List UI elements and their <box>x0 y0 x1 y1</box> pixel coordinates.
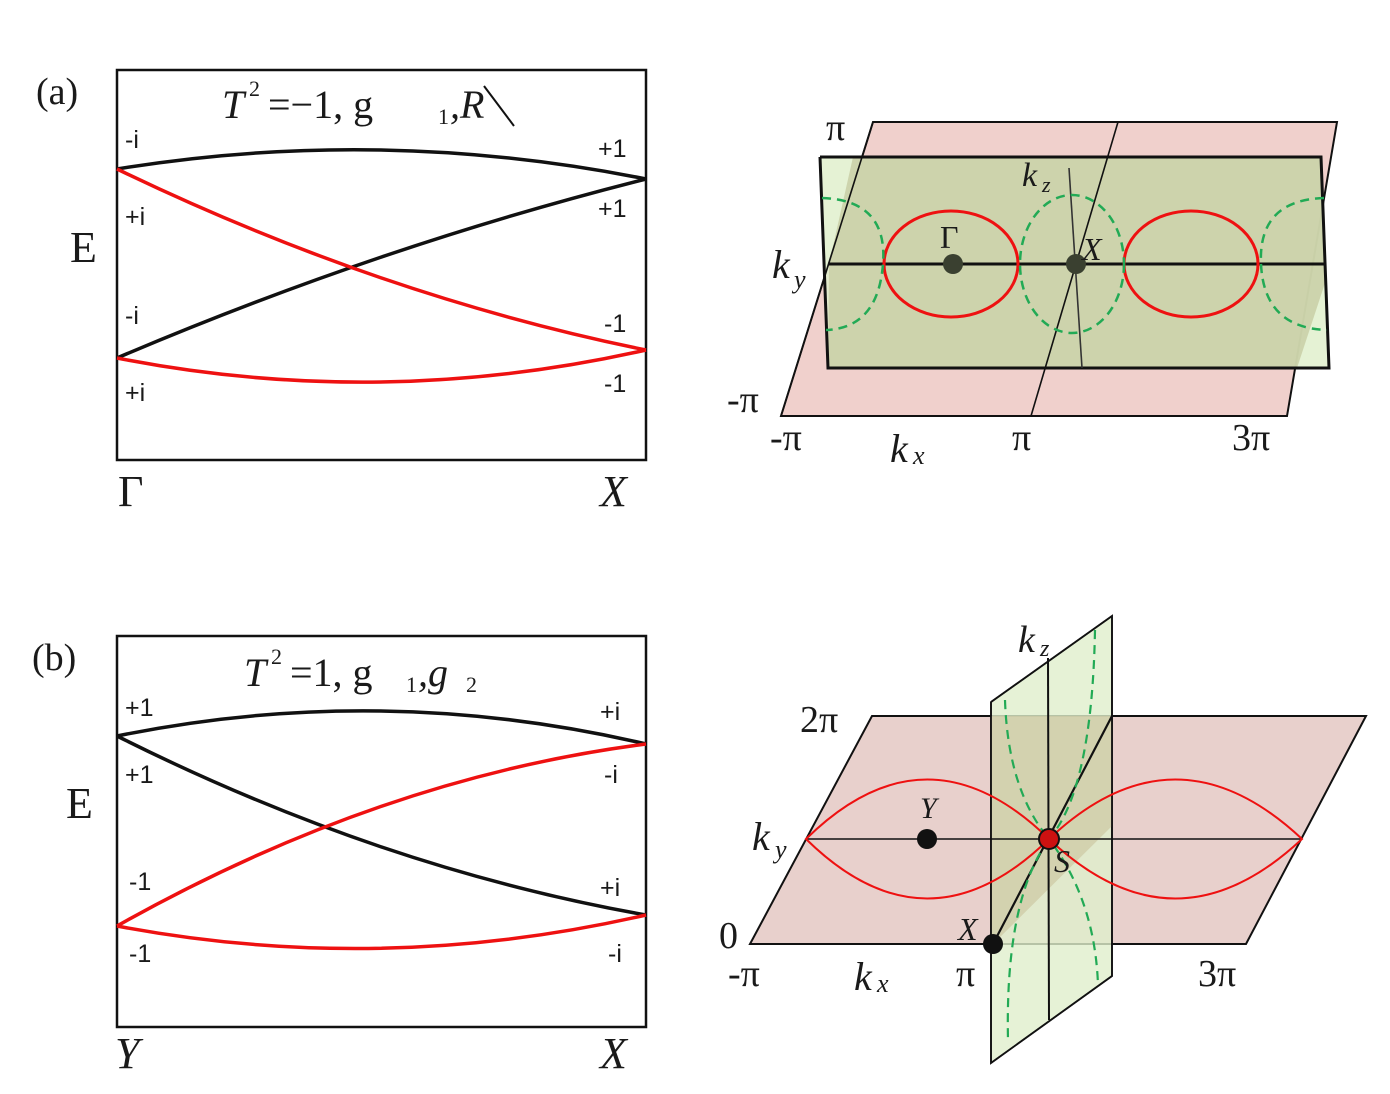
panel-a-brillouin-zone: Γ X π -π k z k y k x -π π 3π <box>727 107 1339 471</box>
panel-a-frame <box>115 68 648 462</box>
panel-b-y-label: Y <box>920 792 940 825</box>
panel-b-title-mid: ,g <box>418 650 448 695</box>
panel-b-red-lens-right <box>1047 778 1304 900</box>
panel-a-ky-top: π <box>826 107 845 149</box>
panel-b-right-label-3: +i <box>600 874 620 902</box>
panel-b-left-label-4: -1 <box>129 940 151 968</box>
panel-a-kz-plane-border <box>818 155 1331 370</box>
panel-a-label: (a) <box>36 71 78 113</box>
panel-b-kx-tick-3: 3π <box>1198 953 1236 995</box>
panel-b-ky-top: 2π <box>800 699 838 741</box>
panel-a-title-tail: ,R <box>450 82 484 127</box>
panel-b-label: (b) <box>32 637 76 679</box>
panel-b-kx-tick-2: π <box>956 953 975 995</box>
panel-a-x-end: X <box>598 467 629 516</box>
panel-a-left-edge <box>780 121 874 417</box>
panel-b-ky-bottom: 0 <box>719 915 738 957</box>
panel-b-frame <box>115 634 648 1029</box>
panel-b-x-label: X <box>956 911 979 947</box>
panel-a-band-red-lower <box>116 348 647 384</box>
panel-a-green-loop-center <box>1018 193 1126 335</box>
panel-b-s-label: S <box>1054 843 1070 879</box>
panel-b-title-sub1: 1 <box>406 672 417 697</box>
panel-a-left-label-4: +i <box>125 379 145 407</box>
panel-a-title-sub: 1 <box>438 104 449 129</box>
panel-a-kx-tick-2: π <box>1012 417 1031 459</box>
panel-b-ky-sub: y <box>772 835 787 864</box>
panel-b-x-start: Y <box>115 1029 144 1078</box>
panel-a-x-start: Γ <box>118 467 143 516</box>
panel-b-brillouin-zone: Y S X k z 2π 0 k y k x -π π 3π <box>719 614 1368 1065</box>
panel-b-kz-label: k <box>1018 619 1036 661</box>
panel-a-title-rest: =−1, g <box>268 82 373 127</box>
panel-b-band-black-cross <box>116 734 647 917</box>
panel-a-kx-label: k <box>890 426 909 471</box>
panel-a-kx-sub: x <box>912 441 925 470</box>
panel-a-left-label-1: -i <box>125 126 139 154</box>
panel-b-s-point <box>1038 828 1060 850</box>
panel-b-title-t: T <box>244 650 269 695</box>
panel-b-title-rest: =1, g <box>290 650 373 695</box>
panel-b-x-point <box>983 934 1003 954</box>
panel-b-right-label-2: -i <box>604 761 618 789</box>
panel-a-kx-tick-1: -π <box>770 417 802 459</box>
panel-a-left-label-3: -i <box>125 302 139 330</box>
panel-b-kx-tick-1: -π <box>728 953 760 995</box>
panel-b-kz-sub: z <box>1039 636 1050 662</box>
panel-b-ky-label: k <box>752 814 771 859</box>
panel-b-band-red-cross <box>116 742 647 928</box>
panel-b-band-black-upper <box>116 709 647 746</box>
panel-b-band-red-lower <box>116 913 647 951</box>
panel-a-gamma-label: Γ <box>940 219 959 255</box>
panel-a-band-red-cross <box>116 167 647 352</box>
panel-b-right-label-4: -i <box>608 940 622 968</box>
panel-b-kx-sub: x <box>876 969 889 998</box>
panel-a-right-label-3: -1 <box>604 310 626 338</box>
panel-a-green-loop-right <box>1259 196 1328 332</box>
panel-a-title-exp: 2 <box>249 76 260 101</box>
panel-b-band-plot: (b) T 2 =1, g 1 ,g 2 +1 +1 -1 -1 +i -i +… <box>32 634 648 1078</box>
panel-a-kx-tick-3: 3π <box>1232 417 1270 459</box>
panel-a-right-label-1: +1 <box>598 135 627 163</box>
panel-a-energy-label: E <box>70 223 97 272</box>
panel-a-x-label: X <box>1080 231 1103 267</box>
panel-a-ky-bottom: -π <box>727 379 759 421</box>
panel-a-band-plot: (a) T 2 =−1, g 1 ,R -i +i -i +i +1 +1 -1… <box>36 68 648 516</box>
panel-b-left-label-3: -1 <box>129 868 151 896</box>
panel-b-y-point <box>917 829 937 849</box>
panel-a-x-point <box>1066 254 1086 274</box>
panel-b-left-label-1: +1 <box>125 694 154 722</box>
panel-b-left-label-2: +1 <box>125 761 154 789</box>
panel-b-title-exp: 2 <box>271 644 282 669</box>
panel-a-title-slash <box>483 85 515 127</box>
panel-a-ky-label: k <box>772 242 791 287</box>
panel-b-kx-label: k <box>854 954 873 999</box>
panel-b-right-label-1: +i <box>600 698 620 726</box>
panel-a-green-loop-left <box>821 196 885 332</box>
panel-a-title-t: T <box>222 82 247 127</box>
panel-a-kz-sub: z <box>1041 172 1051 197</box>
panel-b-title-sub2: 2 <box>466 672 477 697</box>
panel-a-band-black-cross <box>116 177 647 360</box>
panel-a-left-label-2: +i <box>125 203 145 231</box>
panel-b-x-end: X <box>598 1029 629 1078</box>
panel-a-band-black-upper <box>116 148 647 181</box>
panel-a-kz-label: k <box>1022 157 1038 194</box>
panel-a-gamma-point <box>943 254 963 274</box>
panel-a-right-label-4: -1 <box>604 370 626 398</box>
panel-a-red-loop-1 <box>882 209 1020 319</box>
panel-a-right-label-2: +1 <box>598 195 627 223</box>
panel-b-energy-label: E <box>66 779 93 828</box>
panel-a-ky-sub: y <box>791 265 806 294</box>
